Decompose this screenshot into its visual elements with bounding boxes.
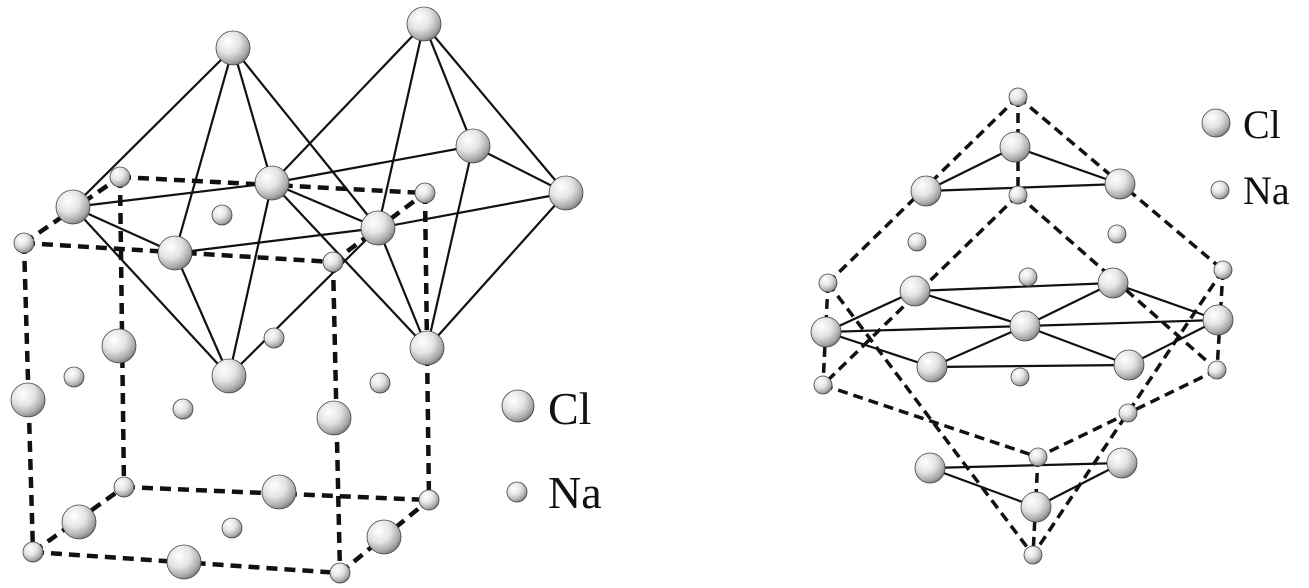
na-atom xyxy=(1010,367,1030,387)
cl-atom xyxy=(55,189,91,225)
na-atom xyxy=(113,476,135,498)
cl-atom xyxy=(215,30,251,66)
cl-atom xyxy=(999,131,1031,163)
na-atom xyxy=(1107,224,1127,244)
na-atom xyxy=(211,204,233,226)
right-structure: Cl Na xyxy=(810,87,1290,565)
legend-cl-label: Cl xyxy=(1243,102,1281,147)
na-atom xyxy=(322,251,344,273)
left-structure: Cl Na xyxy=(10,6,602,584)
legend-cl-label: Cl xyxy=(548,383,591,434)
na-atom xyxy=(907,232,927,252)
cl-atom xyxy=(548,175,584,211)
na-atom xyxy=(263,327,285,349)
na-atom xyxy=(1023,545,1043,565)
na-atom xyxy=(1018,267,1038,287)
cl-atom xyxy=(261,474,297,510)
right-legend: Cl Na xyxy=(1201,102,1290,213)
right-cl-atoms xyxy=(810,131,1234,523)
na-atom xyxy=(813,375,833,395)
na-atom xyxy=(1008,87,1028,107)
na-atom xyxy=(818,273,838,293)
cl-atom xyxy=(61,504,97,540)
na-atom xyxy=(414,182,436,204)
cl-atom xyxy=(360,210,396,246)
right-na-atoms xyxy=(813,87,1233,565)
cl-atom xyxy=(910,175,942,207)
left-na-atoms xyxy=(13,166,440,584)
na-atom xyxy=(109,166,131,188)
left-octahedra-edges xyxy=(72,23,567,377)
cl-atom xyxy=(166,544,202,580)
cl-atom xyxy=(1106,447,1138,479)
cl-atom xyxy=(916,351,948,383)
legend-na-swatch xyxy=(506,481,528,503)
cl-atom xyxy=(1104,168,1136,200)
na-atom xyxy=(172,398,194,420)
cl-atom xyxy=(1097,267,1129,299)
na-atom xyxy=(1207,360,1227,380)
legend-na-label: Na xyxy=(1243,168,1290,213)
cl-atom xyxy=(1020,491,1052,523)
cl-atom xyxy=(406,6,442,42)
cl-atom xyxy=(1009,310,1041,342)
cl-atom xyxy=(211,358,247,394)
na-atom xyxy=(221,517,243,539)
cl-atom xyxy=(10,382,46,418)
na-atom xyxy=(63,366,85,388)
legend-na-label: Na xyxy=(548,467,602,518)
cl-atom xyxy=(455,128,491,164)
cl-atom xyxy=(366,519,402,555)
cl-atom xyxy=(1202,304,1234,336)
na-atom xyxy=(329,562,351,584)
cl-atom xyxy=(409,330,445,366)
na-atom xyxy=(13,232,35,254)
na-atom xyxy=(1118,403,1138,423)
na-atom xyxy=(22,541,44,563)
cl-atom xyxy=(914,452,946,484)
cl-atom xyxy=(1113,349,1145,381)
cl-atom xyxy=(316,400,352,436)
legend-cl-swatch xyxy=(501,389,535,423)
left-legend: Cl Na xyxy=(501,383,602,518)
na-atom xyxy=(418,489,440,511)
cl-atom xyxy=(810,316,842,348)
na-atom xyxy=(369,372,391,394)
na-atom xyxy=(1008,185,1028,205)
left-cl-atoms xyxy=(10,6,584,580)
na-atom xyxy=(1028,447,1048,467)
cl-atom xyxy=(254,165,290,201)
cl-atom xyxy=(101,328,137,364)
cl-atom xyxy=(899,275,931,307)
na-atom xyxy=(1213,260,1233,280)
cl-atom xyxy=(157,235,193,271)
legend-cl-swatch xyxy=(1201,108,1231,138)
legend-na-swatch xyxy=(1210,180,1230,200)
